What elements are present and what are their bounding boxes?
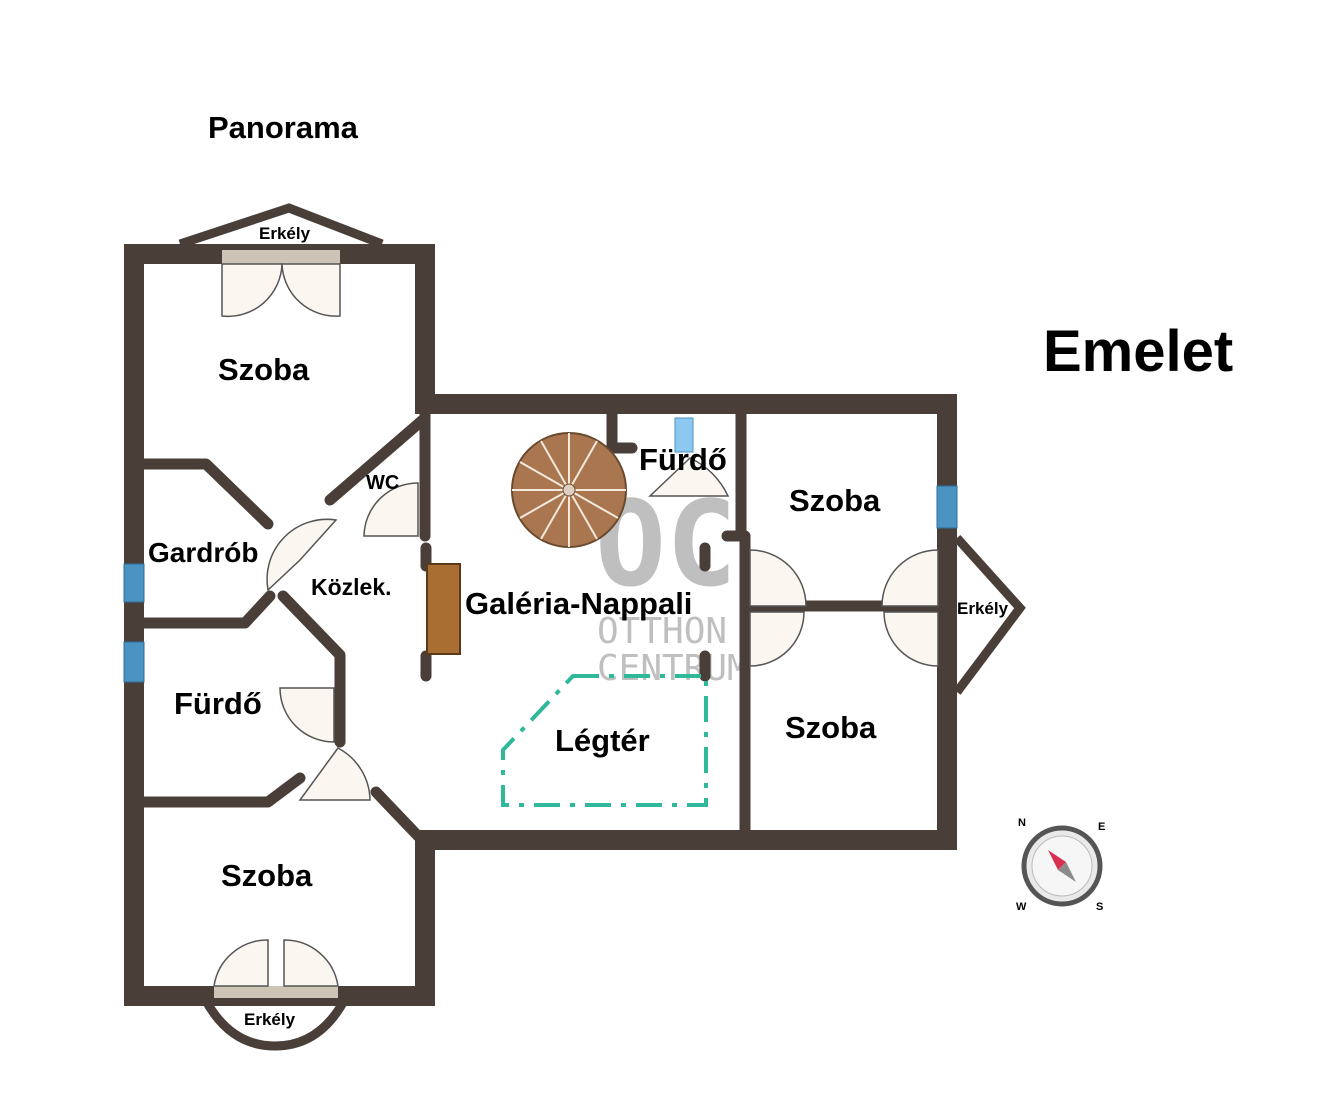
door-top-left [221,263,283,318]
label-erkely-bottom: Erkély [244,1010,296,1029]
compass-needle-south [1058,862,1076,882]
door-bottom-left [213,939,269,987]
door-bottom-right [283,939,339,987]
label-szoba-top-left: Szoba [218,352,310,387]
door-gardrob [266,518,338,592]
window-furdo-center [674,417,694,453]
label-galeria-nappali: Galéria-Nappali [465,586,692,621]
compass-w: W [1016,901,1027,913]
compass: N E S W [1016,817,1105,913]
watermark-line2: CENTRUM [597,648,749,689]
door-erkely-right-bottom [883,611,939,667]
balcony-right-outline [953,534,1026,695]
door-szoba-bottom [298,747,371,801]
label-szoba-bottom-left: Szoba [221,858,313,893]
label-szoba-right-top: Szoba [789,483,881,518]
windows [123,417,958,683]
label-erkely-right: Erkély [957,599,1009,618]
label-szoba-right-bottom: Szoba [785,710,877,745]
compass-needle-north [1048,850,1066,870]
label-wc: WC [366,472,399,494]
label-legter: Légtér [555,723,650,758]
door-wc [363,482,419,537]
label-kozlek: Közlek. [311,574,392,600]
label-furdo-center: Fürdő [639,442,727,477]
compass-e: E [1098,821,1105,833]
door-szoba-right-top [749,549,807,607]
airspace-outline [501,674,708,807]
door-sill-bottom [214,986,338,998]
door-szoba-right-bottom [749,611,805,667]
label-furdo-left: Fürdő [174,686,262,721]
doors [213,250,939,998]
window-szoba-right [936,485,958,529]
plan-level: Emelet [1043,319,1233,384]
spiral-stair [511,432,627,548]
watermark-line1: OTTHON [597,611,727,652]
door-sill-top [222,250,340,264]
window-furdo-left [123,641,145,683]
compass-n: N [1018,817,1026,829]
compass-s: S [1096,901,1103,913]
door-furdo-left [279,687,335,743]
cabinet [426,563,461,655]
window-gardrob [123,563,145,603]
balcony-top-outline [178,203,384,249]
label-erkely-top: Erkély [259,224,311,243]
door-furdo-center [648,457,730,497]
door-top-right [281,263,341,317]
door-erkely-right-top [881,549,939,607]
watermark: OC OTTHON CENTRUM [595,475,749,689]
balcony-bottom-outline [201,996,349,1051]
plan-title: Panorama [208,110,359,145]
label-gardrob: Gardrób [148,537,258,568]
